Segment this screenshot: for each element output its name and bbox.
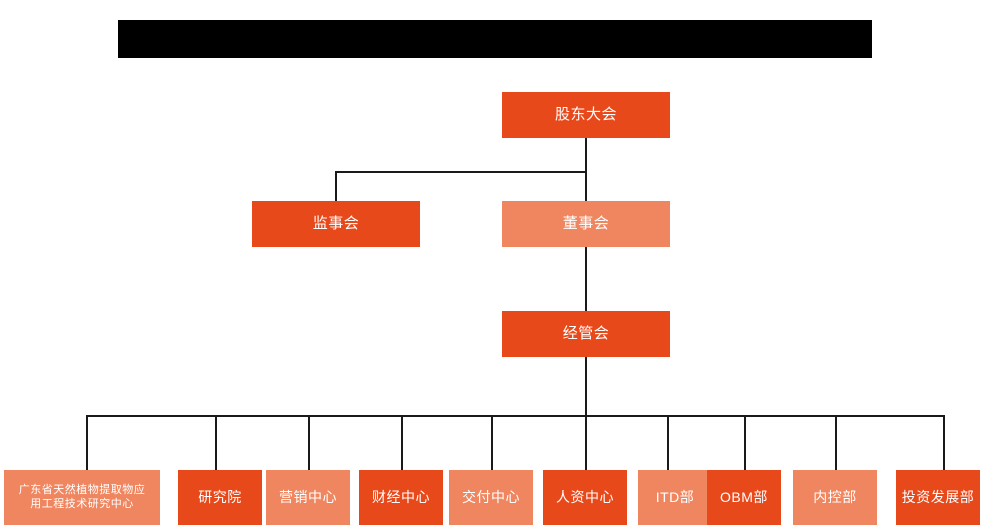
node-label-hr-center: 人资中心 [556, 488, 614, 505]
connector-department-bus [86, 415, 943, 417]
node-label-finance-center: 财经中心 [372, 488, 430, 505]
node-gd-plant-extract-center[interactable]: 广东省天然植物提取物应 用工程技术研究中心 [4, 470, 160, 525]
connector-drop-delivery-center [491, 415, 493, 470]
node-internal-control-department[interactable]: 内控部 [793, 470, 877, 525]
node-research-institute[interactable]: 研究院 [178, 470, 262, 525]
node-board-of-supervisors[interactable]: 监事会 [252, 201, 420, 247]
node-label-delivery-center: 交付中心 [462, 488, 520, 505]
node-shareholders-meeting[interactable]: 股东大会 [502, 92, 670, 138]
node-marketing-center[interactable]: 营销中心 [266, 470, 350, 525]
connector-supervisors-drop [335, 171, 337, 201]
node-investment-development-department[interactable]: 投资发展部 [896, 470, 980, 525]
node-label-internal-control-department: 内控部 [813, 488, 857, 505]
node-finance-center[interactable]: 财经中心 [359, 470, 443, 525]
node-hr-center[interactable]: 人资中心 [543, 470, 627, 525]
node-delivery-center[interactable]: 交付中心 [449, 470, 533, 525]
connector-shareholders-down [585, 138, 587, 172]
connector-level2-bus [335, 171, 587, 173]
node-label-board-of-directors: 董事会 [562, 214, 610, 232]
connector-drop-research-institute [215, 415, 217, 470]
node-itd-department[interactable]: ITD部 [638, 470, 712, 525]
node-label-obm-department: OBM部 [720, 488, 768, 505]
connector-drop-internal-control-department [835, 415, 837, 470]
connector-management-to-bus [585, 357, 587, 416]
node-label-board-of-supervisors: 监事会 [312, 214, 360, 232]
node-obm-department[interactable]: OBM部 [707, 470, 781, 525]
node-label-shareholders-meeting: 股东大会 [554, 105, 617, 123]
connector-drop-gd-plant-extract-center [86, 415, 88, 470]
connector-drop-finance-center [401, 415, 403, 470]
node-management-committee[interactable]: 经管会 [502, 311, 670, 357]
title-banner-redacted [118, 20, 872, 58]
node-label-management-committee: 经管会 [562, 324, 610, 342]
connector-directors-to-management [585, 247, 587, 311]
connector-directors-drop [585, 171, 587, 201]
connector-drop-obm-department [744, 415, 746, 470]
node-label-marketing-center: 营销中心 [279, 488, 337, 505]
connector-drop-investment-development-department [943, 415, 945, 470]
node-label-investment-development-department: 投资发展部 [901, 488, 975, 505]
connector-drop-itd-department [667, 415, 669, 470]
connector-drop-hr-center [585, 415, 587, 470]
node-board-of-directors[interactable]: 董事会 [502, 201, 670, 247]
connector-drop-marketing-center [308, 415, 310, 470]
node-label-gd-plant-extract-center: 广东省天然植物提取物应 用工程技术研究中心 [18, 483, 146, 510]
node-label-itd-department: ITD部 [655, 488, 695, 505]
node-label-research-institute: 研究院 [198, 488, 242, 505]
